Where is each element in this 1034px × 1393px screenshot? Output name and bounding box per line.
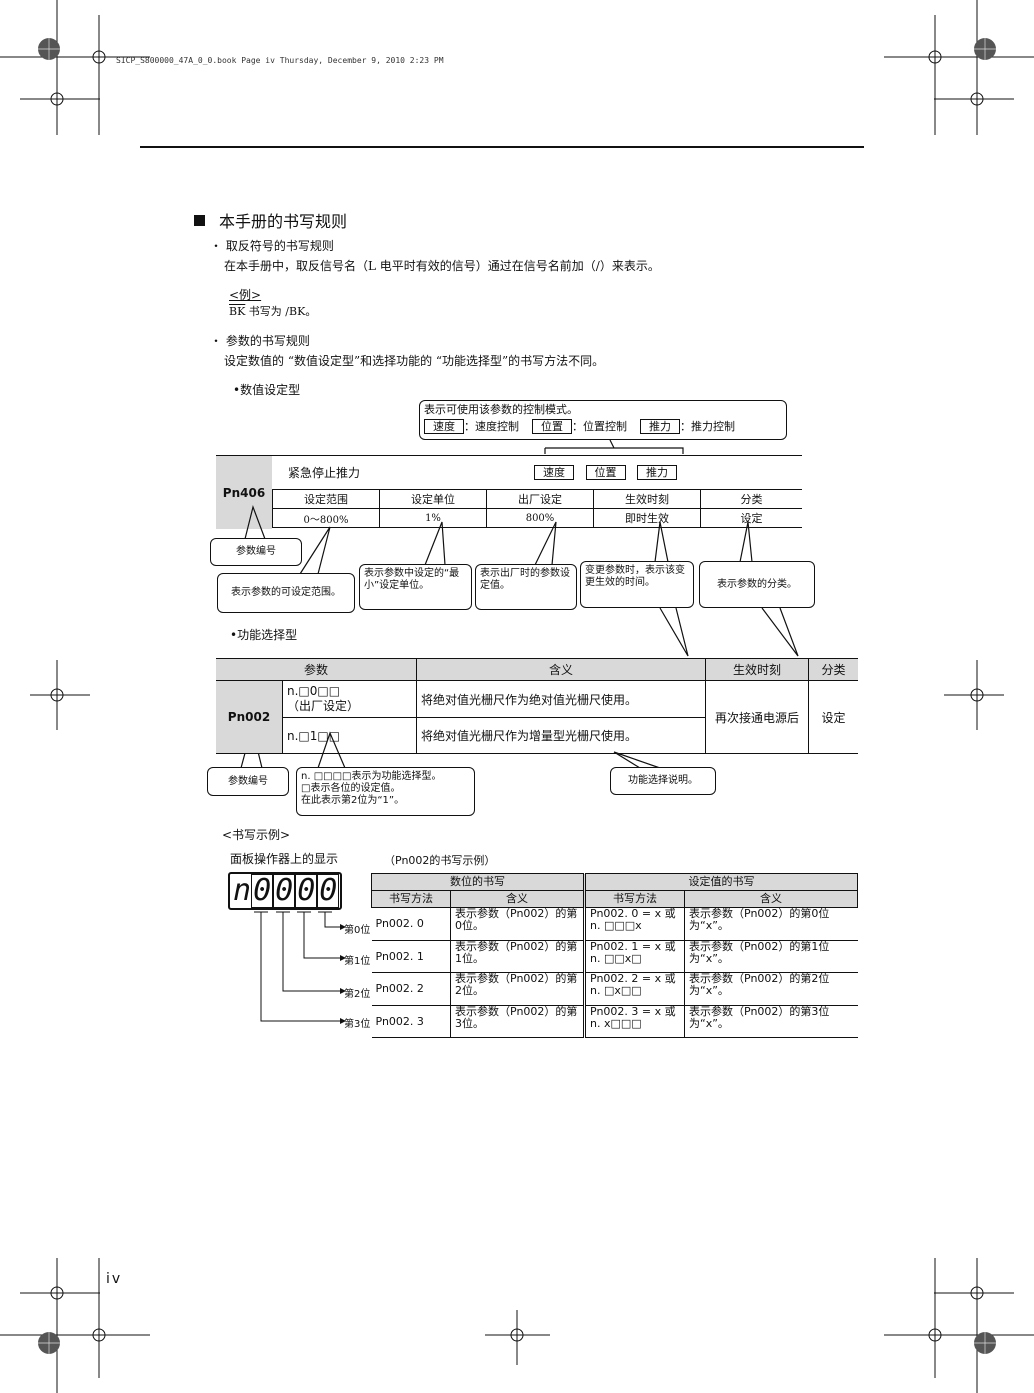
callout-range: 表示参数的可设定范围。 — [217, 573, 355, 613]
callout-function-desc: 功能选择说明。 — [610, 767, 716, 795]
item-1-heading: ・ 取反符号的书写规则 — [210, 239, 334, 253]
function-subheading: •功能选择型 — [230, 628, 298, 642]
page-number: iv — [106, 1271, 123, 1287]
item-2-text: 设定数值的 “数值设定型”和选择功能的 “功能选择型”的书写方法不同。 — [224, 354, 605, 368]
digit-label-3: 第3位 — [344, 1019, 371, 1030]
pn002-row1-meaning: 将绝对值光栅尺作为绝对值光栅尺使用。 — [415, 680, 706, 718]
pn002-row2-code: n.□1□□ — [282, 717, 417, 754]
example-row: Pn002. 1 表示参数（Pn002）的第1位。 Pn002. 1 = x 或… — [371, 940, 858, 973]
panel-display: n 0 0 0 0 — [228, 872, 342, 910]
pn406-number: Pn406 — [216, 456, 272, 529]
section-title: 本手册的书写规则 — [194, 208, 347, 232]
pn002-effect: 再次接通电源后 — [704, 680, 809, 754]
pn406-name: 紧急停止推力 — [288, 466, 361, 480]
digit-label-2: 第2位 — [344, 989, 371, 1000]
callout-factory: 表示出厂时的参数设定值。 — [475, 564, 577, 610]
example-table: 数位的书写 设定值的书写 书写方法 含义 书写方法 含义 Pn002. 0 表示… — [371, 873, 858, 1038]
callout-unit: 表示参数中设定的“最小”设定单位。 — [359, 564, 472, 610]
example-table-title: （Pn002的书写示例） — [384, 854, 496, 867]
pn002-category: 设定 — [807, 680, 858, 754]
pn002-number: Pn002 — [216, 680, 283, 754]
mode-thrust: 推力 — [640, 419, 680, 434]
mode-note-title: 表示可使用该参数的控制模式。 — [424, 403, 578, 416]
pn002-row1-code: n.□0□□（出厂设定） — [282, 680, 417, 718]
pn002-row2-meaning: 将绝对值光栅尺作为增量型光栅尺使用。 — [415, 717, 706, 754]
mode-note-box: 表示可使用该参数的控制模式。 速度：速度控制 位置：位置控制 推力：推力控制 — [419, 400, 787, 440]
top-rule — [140, 146, 864, 148]
print-header: SICP_S800000_47A_0_0.book Page iv Thursd… — [116, 56, 444, 65]
item-2-heading: ・ 参数的书写规则 — [210, 334, 310, 348]
example-row: Pn002. 2 表示参数（Pn002）的第2位。 Pn002. 2 = x 或… — [371, 972, 858, 1006]
example-label: <例> — [229, 288, 262, 302]
example-row: Pn002. 3 表示参数（Pn002）的第3位。 Pn002. 3 = x 或… — [371, 1005, 858, 1038]
mode-position: 位置 — [532, 419, 572, 434]
pn002-table: 参数 含义 生效时刻 分类 Pn002 n.□0□□（出厂设定） 将绝对值光栅尺… — [216, 658, 858, 754]
callout-effect: 变更参数时，表示该变更生效的时间。 — [580, 561, 694, 608]
numeric-subheading: •数值设定型 — [233, 383, 301, 397]
pn406-spec-table: 设定范围 设定单位 出厂设定 生效时刻 分类 0～800% 1% 800% 即时… — [272, 489, 802, 528]
mode-speed: 速度 — [424, 419, 464, 434]
example-row: Pn002. 0 表示参数（Pn002）的第0位。 Pn002. 0 = x 或… — [371, 907, 858, 941]
item-1-text: 在本手册中，取反信号名（L 电平时有效的信号）通过在信号名前加（/）来表示。 — [224, 259, 660, 273]
pn406-modes: 速度 位置 推力 — [534, 465, 677, 480]
example-text: BK 书写为 /BK。 — [229, 305, 317, 318]
digit-label-0: 第0位 — [344, 925, 371, 936]
digit-label-1: 第1位 — [344, 956, 371, 967]
pn406-table: Pn406 紧急停止推力 速度 位置 推力 设定范围 设定单位 出厂设定 生效时… — [216, 455, 802, 530]
example-heading: <书写示例> — [222, 828, 291, 842]
callout-param-number: 参数编号 — [210, 538, 302, 566]
callout-category: 表示参数的分类。 — [699, 561, 815, 608]
callout-pn002-number: 参数编号 — [207, 767, 289, 796]
callout-code-note: n. □□□□表示为功能选择型。 □表示各位的设定值。 在此表示第2位为“1”。 — [296, 767, 475, 816]
panel-label: 面板操作器上的显示 — [230, 852, 339, 866]
square-bullet-icon — [194, 215, 205, 226]
